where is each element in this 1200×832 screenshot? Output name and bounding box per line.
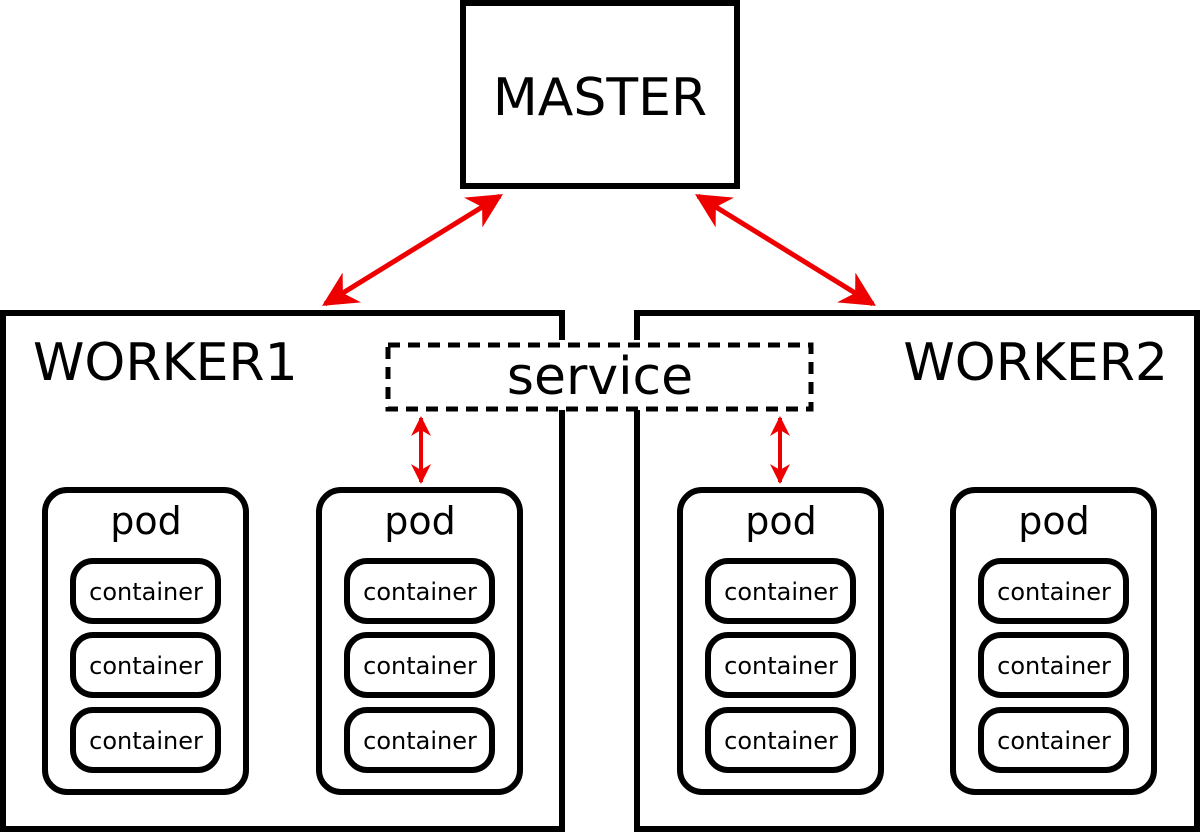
container-box xyxy=(70,632,221,698)
container-label: container xyxy=(363,727,477,755)
container-label: container xyxy=(724,578,838,606)
container-label: container xyxy=(89,652,203,680)
container-label: container xyxy=(997,727,1111,755)
container-box xyxy=(70,707,221,773)
container-box xyxy=(344,632,495,698)
pod: pod container container container xyxy=(42,487,249,795)
container-box xyxy=(978,558,1129,624)
container-box xyxy=(344,558,495,624)
service-label: service xyxy=(507,347,693,407)
pod-label: pod xyxy=(110,499,182,543)
pod-label: pod xyxy=(745,499,817,543)
worker2-label: WORKER2 xyxy=(903,333,1168,393)
master-worker2-arrow xyxy=(695,193,876,307)
container-label: container xyxy=(724,727,838,755)
container-box xyxy=(344,707,495,773)
container-label: container xyxy=(363,578,477,606)
container-box xyxy=(978,632,1129,698)
container-label: container xyxy=(89,578,203,606)
pod-label: pod xyxy=(1018,499,1090,543)
master-label: MASTER xyxy=(493,68,707,128)
master-worker1-arrow xyxy=(322,193,503,307)
container-box xyxy=(705,558,856,624)
service-node: service xyxy=(385,342,814,412)
pod: pod container container container xyxy=(316,487,523,795)
pod-label: pod xyxy=(384,499,456,543)
master-node: MASTER xyxy=(460,0,740,189)
worker1-node: WORKER1 xyxy=(0,310,565,832)
worker1-label: WORKER1 xyxy=(33,333,298,393)
container-box xyxy=(705,632,856,698)
pod: pod container container container xyxy=(950,487,1157,795)
container-box xyxy=(70,558,221,624)
container-box xyxy=(705,707,856,773)
container-box xyxy=(978,707,1129,773)
pod: pod container container container xyxy=(677,487,884,795)
container-label: container xyxy=(997,578,1111,606)
container-label: container xyxy=(997,652,1111,680)
container-label: container xyxy=(363,652,477,680)
container-label: container xyxy=(724,652,838,680)
container-label: container xyxy=(89,727,203,755)
worker2-node: WORKER2 xyxy=(634,310,1200,832)
